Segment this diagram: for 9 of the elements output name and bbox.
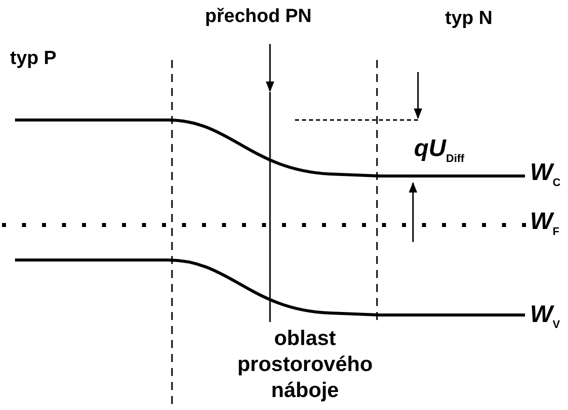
region-label: typ P — [10, 48, 56, 70]
region-label: typ N — [445, 8, 492, 30]
energy-label: W$_{F}$ — [530, 211, 560, 240]
energy-label: W$_{V}$ — [530, 304, 560, 333]
junction-line — [269, 92, 271, 322]
energy-label: W$_{C}$ — [530, 162, 561, 191]
junction-label: přechod PN — [205, 6, 312, 28]
energy-label: qU$_{Diff}$ — [414, 138, 464, 167]
leader-arrow — [266, 44, 274, 92]
